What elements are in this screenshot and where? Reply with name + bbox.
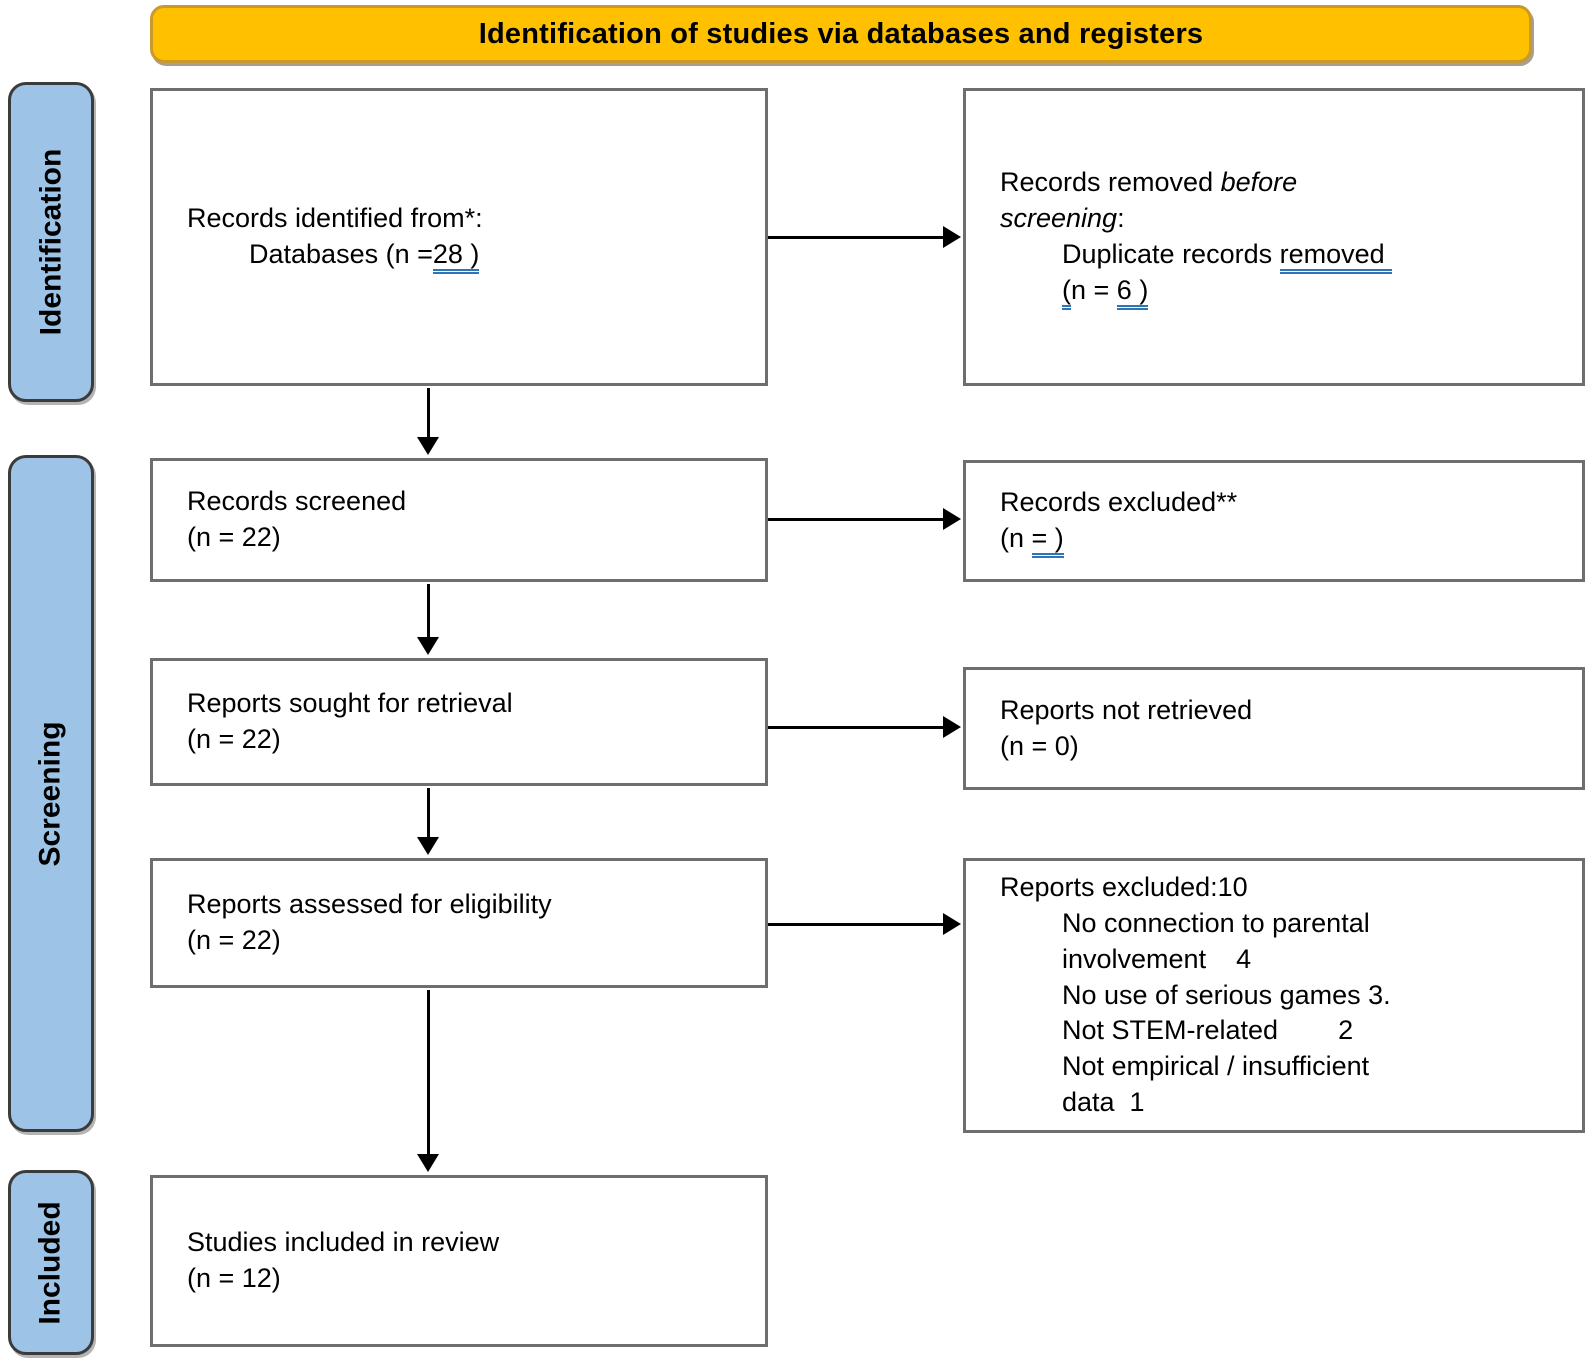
arrow-screened-to-sought: [417, 584, 439, 655]
box-reports-assessed: Reports assessed for eligibility (n = 22…: [150, 858, 768, 988]
stage-label-included-text: Included: [34, 1200, 67, 1325]
records-excluded-line1: Records excluded**: [1000, 487, 1238, 518]
reports-sought-line1: Reports sought for retrieval: [187, 688, 513, 719]
reports-not-retrieved-count: (n = 0): [1000, 730, 1079, 761]
inserted-value: 6 ): [1116, 274, 1149, 310]
title-banner: Identification of studies via databases …: [150, 5, 1532, 63]
box-records-removed-before-screening: Records removed before screening: Duplic…: [963, 88, 1585, 386]
box-studies-included: Studies included in review (n = 12): [150, 1175, 768, 1347]
stage-label-included: Included: [8, 1170, 94, 1355]
arrow-assessed-to-reports-excluded: [768, 913, 961, 935]
records-removed-line1: Records removed before: [1000, 167, 1298, 198]
records-screened-line1: Records screened: [187, 486, 407, 517]
box-records-identified: Records identified from*: Databases (n =…: [150, 88, 768, 386]
studies-included-count: (n = 12): [187, 1263, 281, 1293]
inserted-value: = ): [1031, 523, 1064, 558]
reports-sought-count: (n = 22): [187, 724, 281, 754]
exclusion-reason: No use of serious games 3.: [1062, 979, 1391, 1010]
inserted-value: (: [1062, 274, 1071, 310]
inserted-value: 28 ): [432, 239, 480, 274]
records-removed-line2: screening:: [1000, 203, 1125, 234]
reports-assessed-count: (n = 22): [187, 925, 281, 955]
arrow-sought-to-not-retrieved: [768, 716, 961, 738]
stage-label-screening: Screening: [8, 455, 94, 1132]
box-reports-sought: Reports sought for retrieval (n = 22): [150, 658, 768, 786]
reports-excluded-title: Reports excluded:10: [1000, 871, 1248, 902]
diagram-title: Identification of studies via databases …: [478, 17, 1204, 50]
records-screened-count: (n = 22): [187, 522, 281, 552]
exclusion-reason: data 1: [1062, 1087, 1145, 1118]
arrow-assessed-to-included: [417, 990, 439, 1172]
reports-not-retrieved-line1: Reports not retrieved: [1000, 694, 1253, 725]
records-excluded-count: (n = ): [1000, 521, 1564, 558]
records-identified-line2: Databases (n =28 ): [187, 237, 747, 274]
box-records-excluded: Records excluded** (n = ): [963, 460, 1585, 582]
box-records-screened: Records screened (n = 22): [150, 458, 768, 582]
studies-included-line1: Studies included in review: [187, 1227, 500, 1258]
exclusion-reason: Not STEM-related 2: [1062, 1015, 1354, 1046]
stage-label-identification-text: Identification: [34, 148, 68, 336]
exclusion-reason: No connection to parental: [1062, 907, 1370, 938]
arrow-sought-to-assessed: [417, 788, 439, 855]
arrow-screened-to-excluded: [768, 508, 961, 530]
exclusion-reason: involvement 4: [1062, 943, 1252, 974]
box-reports-excluded: Reports excluded:10 No connection to par…: [963, 858, 1585, 1133]
arrow-identified-to-removed: [768, 226, 961, 248]
stage-label-identification: Identification: [8, 82, 94, 402]
reports-assessed-line1: Reports assessed for eligibility: [187, 889, 552, 920]
duplicate-records-line: Duplicate records removed: [1000, 237, 1564, 274]
arrow-identified-to-screened: [417, 388, 439, 455]
stage-label-screening-text: Screening: [34, 720, 67, 867]
exclusion-reason: Not empirical / insufficient: [1062, 1051, 1370, 1082]
inserted-value: removed: [1279, 239, 1393, 274]
duplicate-records-count-line: (n = 6 ): [1000, 273, 1564, 310]
box-reports-not-retrieved: Reports not retrieved (n = 0): [963, 667, 1585, 790]
records-identified-line1: Records identified from*:: [187, 203, 483, 234]
